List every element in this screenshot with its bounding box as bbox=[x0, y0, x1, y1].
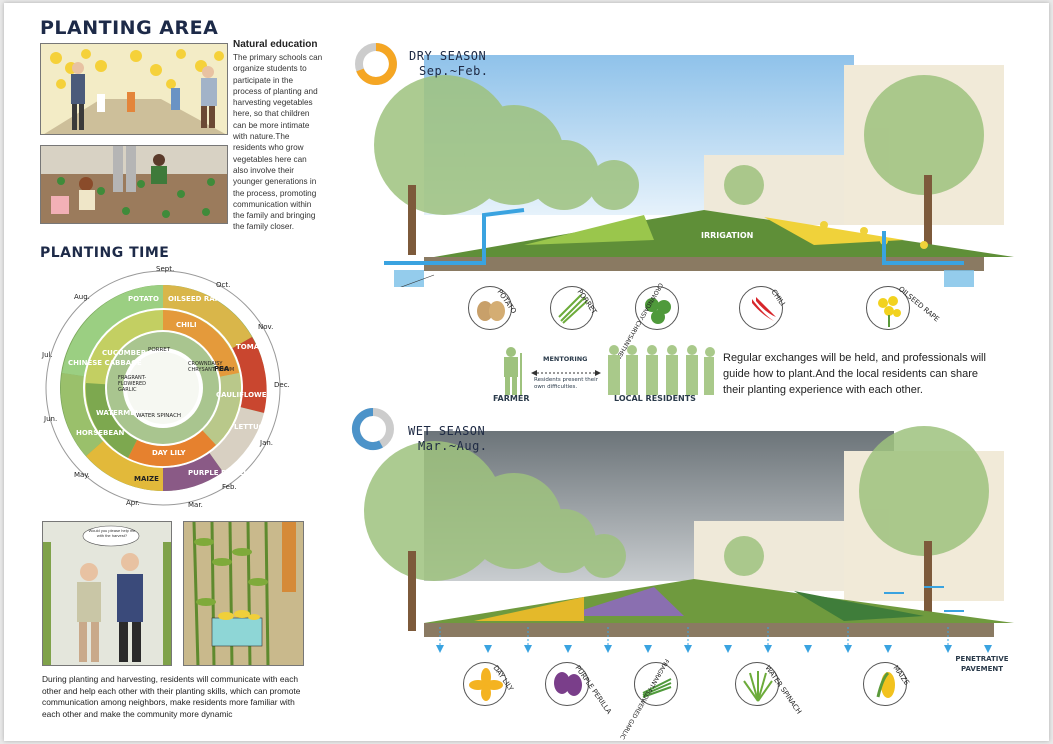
penetrative-pavement-label: PENETRATIVE PAVEMENT bbox=[955, 655, 1009, 673]
natural-education-body: The primary schools can organize student… bbox=[233, 53, 323, 232]
porret-icon bbox=[550, 286, 594, 330]
wet-season-gauge bbox=[351, 407, 395, 451]
wheel-outer-maize: MAIZE bbox=[134, 475, 159, 483]
irrigation-label: IRRIGATION bbox=[701, 231, 754, 240]
cistern-left: CISTERN bbox=[411, 291, 450, 300]
wheel-outer-horsebean: HORSEBEAN bbox=[76, 429, 125, 437]
wheel-middle-chili: CHILI bbox=[176, 321, 197, 329]
poster-sheet: PLANTING AREA PLANTING TIME bbox=[4, 3, 1049, 741]
garlic-chives-icon bbox=[634, 662, 678, 706]
wheel-outer-cabbage: CHINESE CABBAGE bbox=[68, 359, 142, 367]
illustration-family-walk bbox=[40, 43, 228, 135]
wheel-inner-porret: PORRET bbox=[148, 347, 171, 353]
wheel-outer-cauliflower: CAULIFLOWER bbox=[216, 391, 272, 399]
community-description: During planting and harvesting, resident… bbox=[42, 674, 301, 719]
wet-season-scene bbox=[324, 411, 1014, 661]
month-jul: Jul. bbox=[42, 351, 53, 359]
dry-season-gauge bbox=[354, 42, 398, 86]
wheel-outer-oilseed: OILSEED RAPE bbox=[168, 295, 225, 303]
month-jun: Jun. bbox=[44, 415, 58, 423]
month-apr: Apr. bbox=[126, 499, 140, 507]
dry-season-title: DRY SEASON Sep.~Feb. bbox=[409, 49, 489, 79]
wheel-middle-pea: PEA bbox=[214, 365, 230, 373]
illustration-children-planting bbox=[40, 145, 228, 224]
exchange-description: Regular exchanges will be held, and prof… bbox=[723, 352, 986, 396]
wheel-middle-daylily: DAY LILY bbox=[152, 449, 186, 457]
purple-perilla-icon bbox=[545, 662, 589, 706]
crowndaisy-icon bbox=[635, 286, 679, 330]
cistern-right: CISTERN bbox=[950, 291, 989, 300]
day-lily-icon bbox=[463, 662, 507, 706]
wet-season-title: WET SEASON Mar.~Aug. bbox=[408, 424, 488, 454]
month-jan: Jan. bbox=[260, 439, 274, 447]
dry-season-label: DRY SEASON bbox=[409, 49, 487, 63]
illustration-neighbors-talking: Would you please help me with the harves… bbox=[42, 521, 172, 666]
infiltration-arrows bbox=[424, 623, 1014, 653]
illustration-corn-harvest bbox=[183, 521, 304, 666]
wheel-middle-watermelon: WATERMELON bbox=[96, 409, 151, 417]
oilseed-rape-icon bbox=[866, 286, 910, 330]
month-sept: Sept. bbox=[156, 265, 175, 273]
farmer-figure bbox=[496, 345, 526, 395]
wheel-outer-potato: POTATO bbox=[128, 295, 159, 303]
dry-season-range: Sep.~Feb. bbox=[419, 64, 489, 78]
month-dec: Dec. bbox=[274, 381, 290, 389]
month-feb: Feb. bbox=[222, 483, 237, 491]
wheel-outer-perilla: PURPLE PERILLA bbox=[188, 469, 254, 477]
residents-note: Residents present their own difficulties… bbox=[534, 377, 598, 390]
wheel-outer-lettuce: LETTUCE bbox=[234, 423, 269, 431]
speech-bubble-text: Would you please help me with the harves… bbox=[88, 528, 136, 538]
month-mar: Mar. bbox=[188, 501, 203, 509]
local-residents-label: LOCAL RESIDENTS bbox=[614, 394, 696, 403]
residents-figures bbox=[606, 343, 716, 399]
wheel-inner-crowndaisy: CROWNDAISY CHRYSANTHEMUM bbox=[188, 361, 235, 373]
wet-season-range: Mar.~Aug. bbox=[418, 439, 488, 453]
wheel-outer-tomato: TOMATO bbox=[236, 343, 270, 351]
planting-time-title: PLANTING TIME bbox=[40, 245, 170, 261]
month-nov: Nov. bbox=[258, 323, 274, 331]
month-aug: Aug. bbox=[74, 293, 90, 301]
natural-education-heading: Natural education bbox=[233, 39, 318, 50]
wheel-middle-cucumber: CUCUMBER bbox=[102, 349, 147, 357]
planting-area-title: PLANTING AREA bbox=[40, 17, 219, 39]
chili-icon bbox=[739, 286, 783, 330]
month-may: May. bbox=[74, 471, 90, 479]
planting-time-wheel: Sept. Oct. Nov. Dec. Jan. Feb. Mar. Apr.… bbox=[38, 263, 290, 513]
month-oct: Oct. bbox=[216, 281, 231, 289]
water-spinach-icon bbox=[735, 662, 779, 706]
wet-season-label: WET SEASON bbox=[408, 424, 486, 438]
wheel-inner-waterspinach: WATER SPINACH bbox=[136, 413, 182, 419]
potato-icon bbox=[468, 286, 512, 330]
wheel-inner-garlic: FRAGRANT-FLOWERED GARLIC bbox=[118, 375, 147, 393]
mentoring-arrows bbox=[531, 365, 601, 376]
maize-icon bbox=[863, 662, 907, 706]
dry-season-scene bbox=[324, 35, 1014, 298]
farmer-label: FARMER bbox=[493, 394, 530, 403]
mentoring-label: MENTORING bbox=[543, 355, 588, 363]
